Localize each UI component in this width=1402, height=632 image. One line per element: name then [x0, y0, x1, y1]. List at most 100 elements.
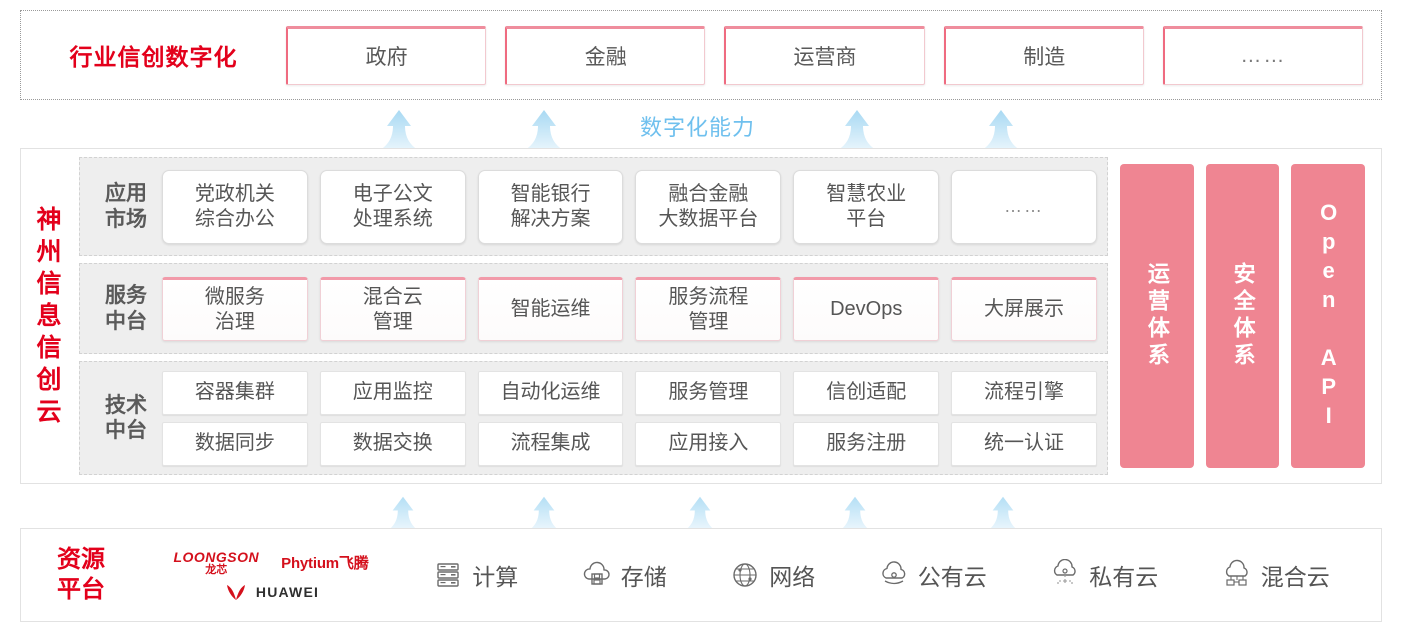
pillar-security-system[interactable]: 安全体系: [1205, 164, 1280, 468]
resource-item-public-cloud[interactable]: 公有云: [878, 558, 987, 592]
pillar-label: 安全体系: [1230, 262, 1256, 370]
up-arrow-icon: [525, 110, 563, 150]
svc-card-microservice-governance[interactable]: 微服务治理: [162, 276, 308, 341]
service-platform-row-label: 服务 中台: [90, 283, 162, 333]
tech-platform-row-label: 技术 中台: [90, 393, 162, 443]
resource-item-list: 计算 存储 网络: [401, 558, 1381, 592]
resource-item-network[interactable]: 网络: [729, 558, 815, 592]
card-line: 微服务: [204, 285, 265, 308]
tech-card-data-sync[interactable]: 数据同步: [162, 421, 308, 466]
industry-band: 行业信创数字化 政府 金融 运营商 制造 ……: [20, 10, 1382, 100]
svc-card-devops[interactable]: DevOps: [793, 276, 940, 341]
cloud-title-char: 州: [36, 238, 62, 266]
resource-item-label: 公有云: [917, 564, 987, 590]
pillar-open-api[interactable]: Open API: [1291, 164, 1366, 468]
card-line: 平台: [846, 207, 887, 230]
card-line: 综合办公: [194, 207, 275, 230]
card-line: 管理: [688, 310, 729, 333]
tech-card-service-mgmt[interactable]: 服务管理: [635, 370, 782, 415]
resource-item-private-cloud[interactable]: 私有云: [1049, 558, 1158, 592]
pillar-operations-system[interactable]: 运营体系: [1120, 164, 1194, 468]
cloud-title-char: 息: [36, 302, 62, 330]
app-card-party-gov-office[interactable]: 党政机关综合办公: [162, 169, 308, 244]
service-platform-row: 服务 中台 微服务治理 混合云管理 智能运维 服务流程管理: [79, 263, 1108, 355]
tech-card-data-exchange[interactable]: 数据交换: [319, 421, 466, 466]
tech-card-grid: 容器集群 应用监控 自动化运维 服务管理 信创适配 流程引擎 数据同步 数据交换…: [162, 370, 1097, 466]
tech-card-xinchuang-adaptation[interactable]: 信创适配: [793, 370, 940, 415]
up-arrow-icon: [683, 496, 717, 532]
tech-card-row: 容器集群 应用监控 自动化运维 服务管理 信创适配 流程引擎: [162, 370, 1097, 415]
resource-item-compute[interactable]: 计算: [432, 558, 518, 592]
cloud-platform-panel: 神 州 信 息 信 创 云 应用 市场 党政机关综合办公: [20, 148, 1382, 484]
up-arrow-icon: [986, 496, 1020, 532]
svc-card-aiops[interactable]: 智能运维: [477, 276, 624, 341]
resource-item-label: 私有云: [1089, 564, 1159, 590]
app-card-fin-bigdata[interactable]: 融合金融大数据平台: [635, 169, 782, 244]
industry-card-telecom[interactable]: 运营商: [724, 25, 925, 85]
card-line: 智能银行: [510, 182, 591, 205]
pillar-label: 运营体系: [1144, 262, 1170, 370]
card-line: 处理系统: [352, 207, 433, 230]
loongson-logo-en: LOONGSON: [173, 548, 260, 565]
resource-item-label: 存储: [620, 564, 667, 590]
card-line: 党政机关: [194, 182, 275, 205]
hybrid-cloud-icon: [1225, 559, 1248, 586]
resource-arrow-band-lower: [0, 487, 1402, 535]
industry-card-manufacturing[interactable]: 制造: [943, 25, 1144, 85]
industry-card-list: 政府 金融 运营商 制造 ……: [286, 25, 1381, 85]
cloud-title-char: 信: [36, 334, 62, 362]
resource-item-storage[interactable]: 存储: [581, 558, 667, 592]
public-cloud-icon: [882, 561, 906, 585]
private-cloud-icon: [1054, 559, 1076, 585]
row-label-line: 中台: [105, 419, 147, 443]
app-card-edoc-system[interactable]: 电子公文处理系统: [319, 169, 466, 244]
network-icon: [733, 563, 757, 587]
tech-card-service-registry[interactable]: 服务注册: [793, 421, 940, 466]
app-market-card-list: 党政机关综合办公 电子公文处理系统 智能银行解决方案 融合金融大数据平台 智慧农: [162, 169, 1097, 244]
capability-arrow-band-upper: 数字化能力: [0, 104, 1402, 152]
tech-platform-row: 技术 中台 容器集群 应用监控 自动化运维 服务管理 信创适配 流程引擎: [79, 361, 1108, 475]
app-card-more[interactable]: ……: [951, 169, 1097, 244]
row-label-line: 应用: [105, 182, 147, 206]
tech-card-unified-auth[interactable]: 统一认证: [951, 421, 1097, 466]
app-card-smart-agriculture[interactable]: 智慧农业平台: [793, 169, 940, 244]
card-line: 混合云: [362, 285, 423, 308]
industry-band-title: 行业信创数字化: [69, 44, 238, 70]
card-line: 解决方案: [510, 207, 591, 230]
cloud-title-char: 神: [36, 206, 62, 234]
up-arrow-icon: [982, 110, 1020, 150]
up-arrow-icon: [838, 496, 872, 532]
row-label-line: 服务: [105, 284, 147, 308]
tech-card-app-monitoring[interactable]: 应用监控: [319, 370, 466, 415]
industry-card-finance[interactable]: 金融: [505, 25, 706, 85]
industry-card-government[interactable]: 政府: [286, 25, 487, 85]
tech-card-automated-ops[interactable]: 自动化运维: [477, 370, 624, 415]
resource-platform-title: 资源 平台: [21, 545, 141, 605]
card-line: 融合金融: [668, 182, 749, 205]
card-line: 治理: [214, 310, 255, 333]
card-line: 服务流程: [668, 285, 749, 308]
tech-card-process-integration[interactable]: 流程集成: [477, 421, 624, 466]
tech-card-process-engine[interactable]: 流程引擎: [951, 370, 1097, 415]
up-arrow-icon: [838, 110, 876, 150]
resource-item-label: 混合云: [1260, 564, 1330, 590]
vendor-logo-row: LOONGSON 龙芯 Phytium飞腾: [173, 550, 368, 576]
huawei-logo-text: HUAWEI: [255, 583, 320, 600]
resource-item-label: 网络: [769, 564, 816, 590]
svc-card-hybrid-cloud-mgmt[interactable]: 混合云管理: [319, 276, 466, 341]
card-line: 电子公文: [352, 182, 433, 205]
cloud-title-char: 云: [36, 398, 62, 426]
app-card-smart-bank[interactable]: 智能银行解决方案: [477, 169, 624, 244]
tech-card-container-cluster[interactable]: 容器集群: [162, 370, 308, 415]
tech-card-app-access[interactable]: 应用接入: [635, 421, 782, 466]
loongson-logo-cn: 龙芯: [205, 563, 228, 576]
industry-card-more[interactable]: ……: [1162, 25, 1364, 85]
service-card-list: 微服务治理 混合云管理 智能运维 服务流程管理 DevOps 大屏展示: [162, 276, 1097, 341]
cloud-platform-body: 应用 市场 党政机关综合办公 电子公文处理系统 智能银行解决方案: [77, 149, 1381, 483]
resource-title-line: 资源: [57, 546, 105, 573]
server-icon: [437, 563, 459, 587]
huawei-logo: HUAWEI: [223, 583, 319, 601]
svc-card-service-process-mgmt[interactable]: 服务流程管理: [635, 276, 782, 341]
resource-item-hybrid-cloud[interactable]: 混合云: [1221, 558, 1330, 592]
svc-card-bigscreen-display[interactable]: 大屏展示: [951, 276, 1097, 341]
